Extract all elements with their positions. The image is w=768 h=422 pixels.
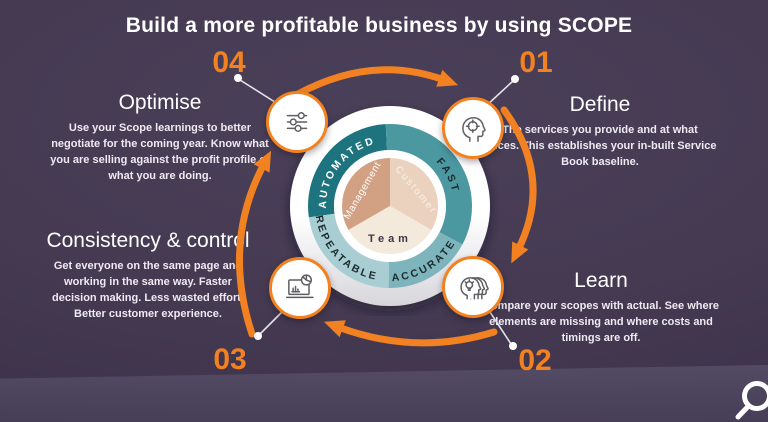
floor-plane (0, 364, 768, 422)
cycle-arrow-02-to-03 (323, 320, 498, 347)
pie-segment-team (348, 206, 432, 255)
step-number-04: 04 (212, 46, 246, 79)
scope-wheel: Management Customer Team AUTOMATED FAST … (280, 96, 500, 316)
magnifier-logo (735, 381, 768, 420)
pie-segment-management (341, 158, 390, 230)
laptop-charts-icon (285, 274, 314, 299)
ring-segment-repeatable (308, 213, 390, 288)
step-body-optimise: Use your Scope learnings to better negot… (50, 122, 270, 182)
ring-segment-automated (308, 124, 388, 218)
step-block-learn: Learn Compare your scopes with actual. S… (483, 268, 719, 346)
step-body-learn: Compare your scopes with actual. See whe… (483, 300, 719, 344)
ring-segment-accurate (388, 231, 463, 288)
pie-label-team: Team (368, 233, 412, 245)
step-number-02: 02 (518, 344, 552, 377)
step-block-optimise: Optimise Use your Scope learnings to bet… (48, 90, 272, 184)
step-title-define: Define (569, 93, 631, 116)
pie-segment-customer (390, 158, 439, 230)
step-title-consistency: Consistency & control (46, 229, 250, 252)
step-block-define: Define The services you provide and at w… (483, 92, 717, 170)
page-title: Build a more profitable business by usin… (125, 14, 633, 37)
optimise-icon-circle (266, 91, 328, 153)
step-number-03: 03 (213, 343, 247, 376)
consistency-icon-circle (269, 257, 331, 319)
head-target-icon (462, 116, 486, 143)
scope-wheel-svg: Management Customer Team AUTOMATED FAST … (290, 106, 490, 306)
sliders-icon (286, 112, 308, 132)
step-title-learn: Learn (574, 269, 628, 292)
learn-icon-circle (442, 256, 504, 318)
layered-heads-idea-icon (460, 277, 489, 300)
define-icon-circle (442, 97, 504, 159)
connector-dot-03 (254, 332, 262, 340)
step-title-optimise: Optimise (118, 91, 202, 114)
step-block-consistency: Consistency & control Get everyone on th… (43, 228, 253, 322)
ring-segment-fast (385, 124, 472, 245)
step-body-define: The services you provide and at what pri… (483, 124, 717, 168)
step-body-consistency: Get everyone on the same page and workin… (52, 260, 244, 320)
cycle-arrow-04-to-01 (294, 66, 459, 98)
step-number-01: 01 (519, 46, 553, 79)
